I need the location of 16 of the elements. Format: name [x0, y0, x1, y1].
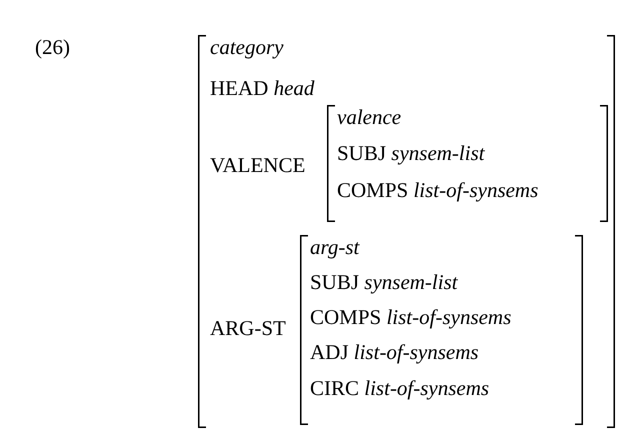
feature-pair: COMPS list-of-synsems — [337, 178, 538, 202]
feature-name: VALENCE — [210, 153, 306, 177]
example-number: (26) — [35, 35, 70, 59]
feature-name: ARG-ST — [210, 316, 286, 340]
feature-pair: ADJ list-of-synsems — [310, 340, 479, 364]
feature-pair: SUBJ synsem-list — [310, 270, 458, 294]
feature-pair: HEAD head — [210, 76, 314, 100]
feature-pair: COMPS list-of-synsems — [310, 305, 512, 329]
feature-pair: CIRC list-of-synsems — [310, 376, 490, 400]
attribute-value-matrix — [327, 105, 608, 222]
type-label: category — [210, 35, 284, 59]
type-label: arg-st — [310, 235, 360, 259]
feature-pair: SUBJ synsem-list — [337, 141, 485, 165]
attribute-value-matrix — [198, 35, 615, 428]
attribute-value-matrix — [300, 235, 583, 425]
type-label: valence — [337, 105, 402, 129]
